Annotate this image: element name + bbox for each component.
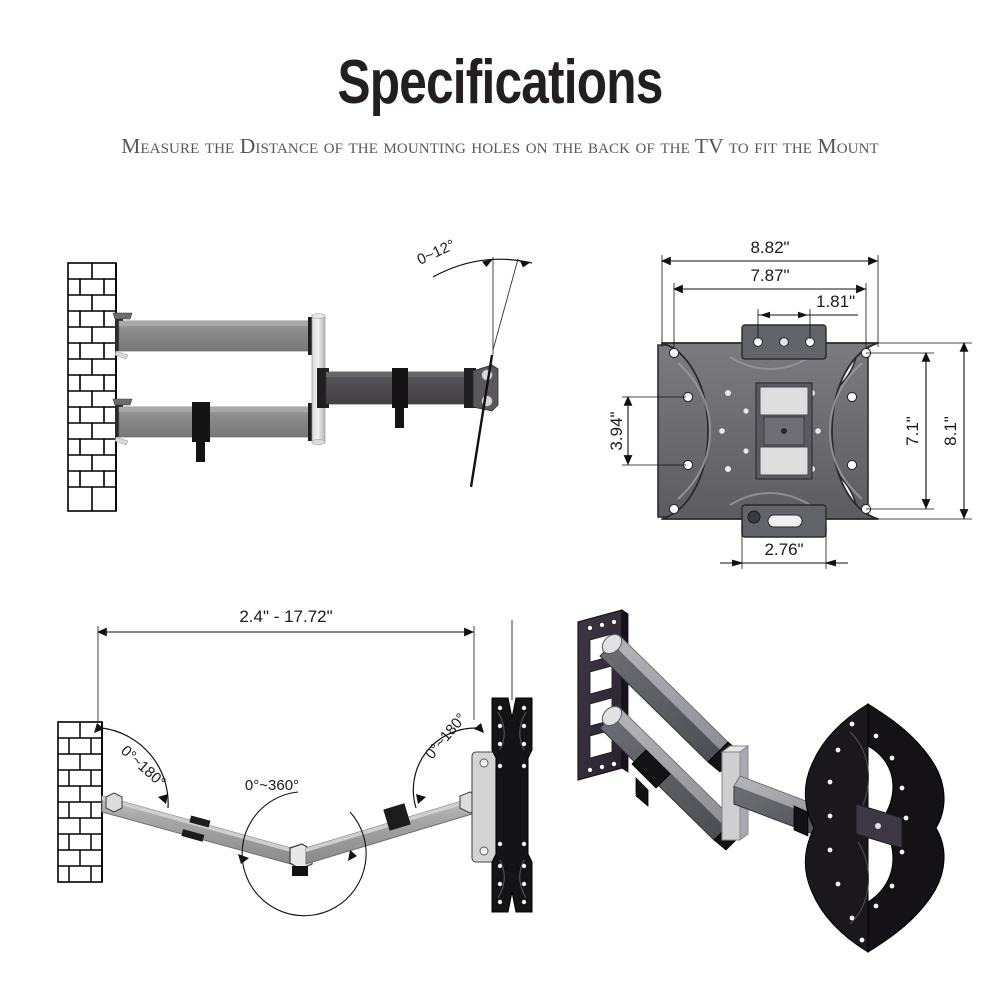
brick-wall [67,262,117,512]
annotation-label-elbow-rotation: 0°~360° [245,777,299,794]
plate-bottom-tab [741,504,827,538]
dimension-bottom-width: 2.76" [720,525,848,569]
dimension-label-extension: 2.4" - 17.72" [239,607,332,626]
dimension-label-center-width: 1.81" [816,292,855,311]
annotation-wall-swivel: 0°~180° [94,723,169,809]
arm-segment-wall [101,792,299,867]
brick-wall-top [57,721,103,883]
plate-top-tab [741,324,827,360]
dimension-label-outer-height: 8.1" [941,416,960,446]
dimension-outer-height: 8.1" [878,341,972,520]
tv-bracket-tilted [469,354,499,488]
dimension-hole-width: 7.87" [672,266,867,349]
diagram-top-view: 2.4" - 17.72" [40,600,540,950]
plate-center-mechanism [755,382,813,480]
dimension-extension: 2.4" - 17.72" [96,607,475,728]
dimension-label-outer-width: 8.82" [750,238,789,257]
diagram-plate-dimensions: 8.82" 7.87" 1.81" [600,225,1000,585]
dimension-label-hole-height: 7.1" [903,416,922,446]
tilt-angle-label: 0~12° [415,236,458,268]
annotation-elbow-rotation: 0°~360° [238,777,367,917]
page-title: Specifications [337,48,663,117]
iso-wall-plate [577,609,629,781]
dimension-hole-height: 7.1" [866,351,934,510]
dimension-label-left-hole-gap: 3.94" [607,411,626,450]
diagram-side-view: 0~12° [40,225,540,555]
dimension-label-bottom-width: 2.76" [764,540,803,559]
page-header: Specifications Measure the Distance of t… [0,0,1000,159]
dimension-outer-width: 8.82" [660,238,879,347]
diagram-isometric-view [550,600,970,980]
swivel-plate [471,751,497,863]
dimension-center-width: 1.81" [757,292,858,339]
dimension-label-hole-width: 7.87" [750,266,789,285]
annotation-label-bracket-swivel: 0°~180° [422,710,470,762]
extension-arm [317,368,476,428]
tv-bracket-top [491,620,533,913]
upper-arm [112,312,318,360]
annotation-label-wall-swivel: 0°~180° [117,742,169,791]
iso-tv-bracket [804,703,945,953]
arm-segment-bracket [305,791,481,865]
tilt-angle-annotation: 0~12° [415,236,533,355]
page-subtitle: Measure the Distance of the mounting hol… [121,134,879,158]
lower-arm [112,398,318,462]
dimension-left-hole-gap: 3.94" [607,395,686,466]
